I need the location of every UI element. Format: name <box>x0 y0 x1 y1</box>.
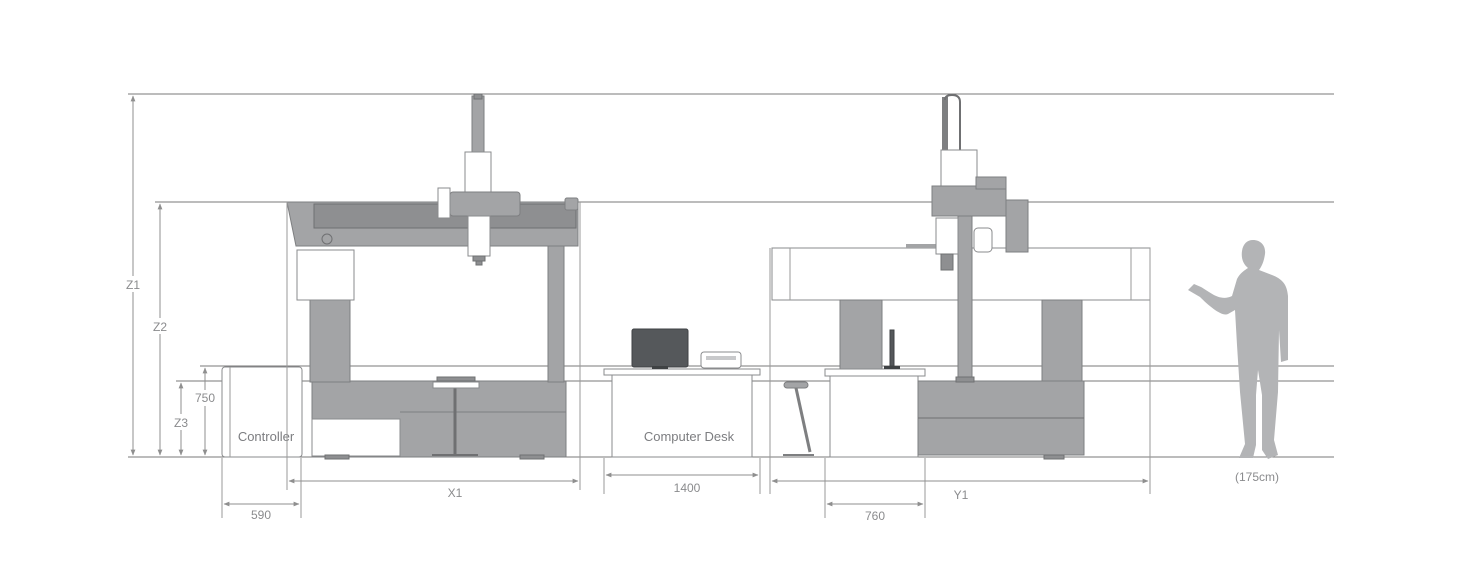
computer-desk: Computer Desk <box>603 328 761 458</box>
y1-label: Y1 <box>954 488 969 502</box>
w590-label: 590 <box>251 508 271 522</box>
machine2-left-leg <box>839 299 883 371</box>
machine1-left-cover <box>296 249 355 301</box>
computer-desk-label: Computer Desk <box>644 429 735 444</box>
machine1-probe-head <box>467 215 491 257</box>
machine2-stand <box>829 375 919 458</box>
person-height-label: (175cm) <box>1235 470 1279 484</box>
operator-stool <box>783 381 814 456</box>
machine1-right-column <box>547 245 565 383</box>
machine2-right-leg <box>1041 299 1083 383</box>
monitor-icon <box>631 328 689 368</box>
w1400-label: 1400 <box>674 481 701 495</box>
horizontal-dimensions: 590 X1 1400 Y1 760 <box>223 472 1149 523</box>
controller-cabinet: Controller <box>221 366 303 458</box>
machine2-probe-head <box>935 217 959 255</box>
controller-body <box>221 366 303 458</box>
cmm-side-view <box>771 93 1151 460</box>
machine1-z-ram <box>471 95 485 153</box>
vertical-dimensions: Z1 Z2 Z3 750 <box>124 95 218 456</box>
machine1-carriage <box>449 191 521 217</box>
person-silhouette-icon <box>1188 240 1288 459</box>
extension-lines <box>221 202 1151 518</box>
machine2-z-column <box>957 199 973 381</box>
machine2-carriage <box>931 185 1007 217</box>
desk-body <box>611 374 753 458</box>
cmm-front-view <box>286 93 579 460</box>
w760-label: 760 <box>865 509 885 523</box>
machine2-monitor-icon <box>889 329 895 367</box>
controller-label: Controller <box>238 429 295 444</box>
machine2-head-cover <box>940 149 978 189</box>
machine1-left-column <box>309 299 351 383</box>
z1-label: Z1 <box>126 278 140 292</box>
machine1-base-panel <box>311 418 401 457</box>
desk-top <box>603 368 761 376</box>
h750-label: 750 <box>195 391 215 405</box>
z3-label: Z3 <box>174 416 188 430</box>
x1-label: X1 <box>448 486 463 500</box>
z2-label: Z2 <box>153 320 167 334</box>
